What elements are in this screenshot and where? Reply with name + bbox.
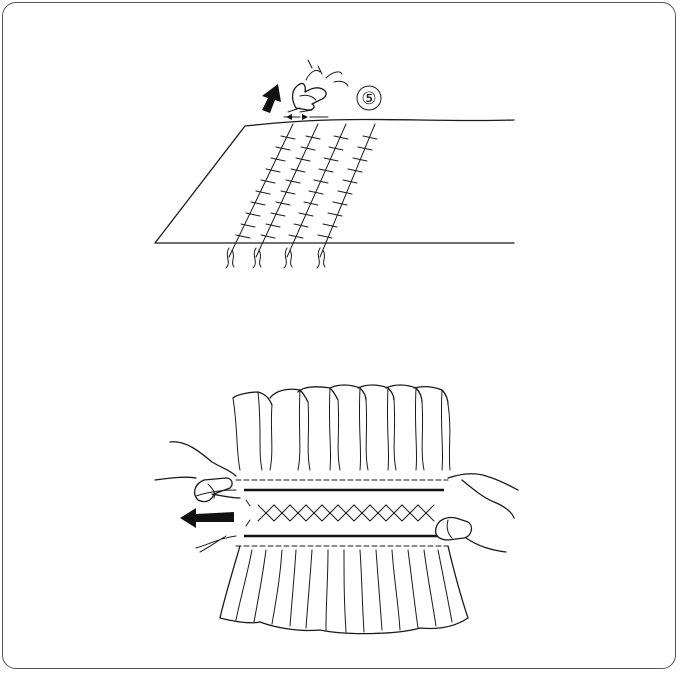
spacing-indicator — [284, 114, 328, 120]
left-hand — [155, 442, 240, 502]
fabric-outline — [155, 119, 514, 243]
right-hand — [436, 474, 518, 552]
pulling-hand — [288, 60, 348, 112]
stitch-row — [256, 124, 320, 257]
stitch-row — [229, 124, 295, 257]
bottom-gathered-fabric-panel — [155, 385, 518, 634]
ruffle-folds-top — [233, 388, 450, 470]
pull-left-arrow-icon — [180, 508, 234, 528]
ruffle-folds-bottom — [220, 546, 468, 634]
pull-up-arrow-icon — [262, 84, 281, 113]
step-marker-label: ⑤ — [361, 89, 376, 109]
thread-tails — [226, 248, 325, 268]
stitch-rows — [229, 124, 377, 257]
stitch-row — [287, 124, 348, 257]
honeycomb-stitch-row — [258, 505, 434, 513]
stitch-row — [318, 124, 377, 257]
smocked-band — [236, 480, 448, 546]
top-fabric-panel: ⑤ — [155, 60, 514, 268]
